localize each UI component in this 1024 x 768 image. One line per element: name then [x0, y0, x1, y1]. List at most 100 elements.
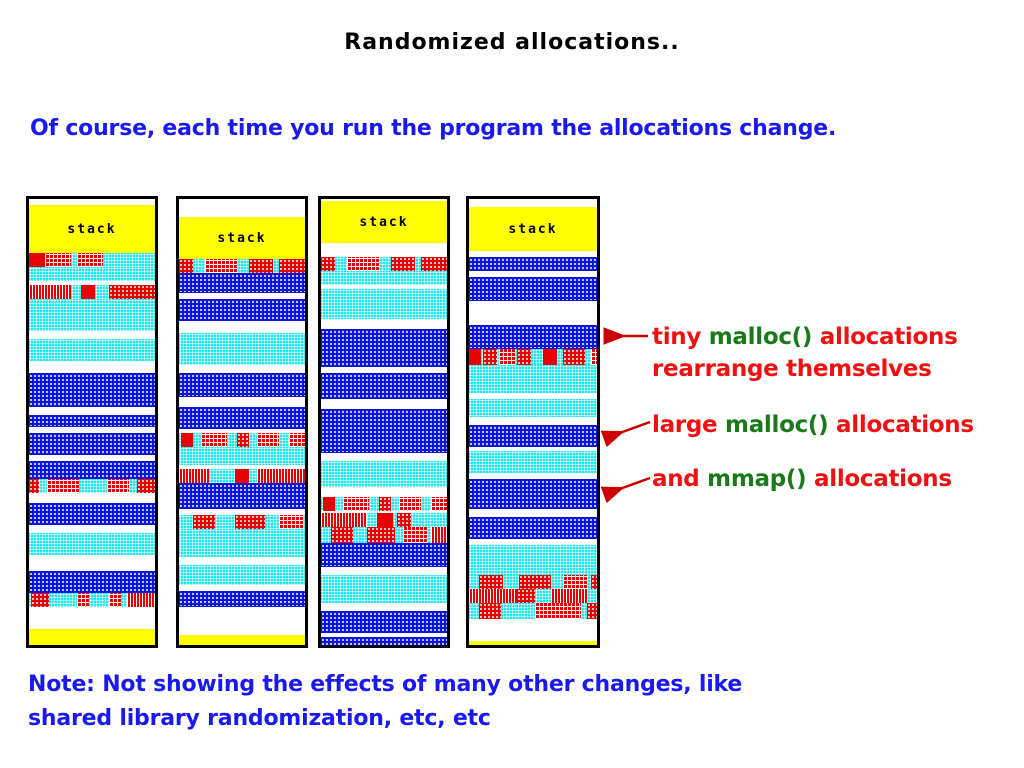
mmap-band — [179, 333, 305, 365]
tiny-malloc-chunk — [343, 497, 369, 511]
stack-label: stack — [359, 214, 409, 230]
tiny-malloc-chunk — [237, 433, 249, 447]
tiny-malloc-chunk — [109, 593, 121, 607]
tiny-malloc-chunk — [469, 589, 517, 603]
free-gap — [29, 331, 155, 339]
free-gap — [469, 539, 597, 545]
program-block: program — [29, 629, 155, 645]
free-gap — [29, 407, 155, 415]
program-block: program — [179, 635, 305, 645]
tiny-malloc-chunk — [483, 349, 497, 365]
free-gap — [321, 285, 447, 289]
tiny-malloc-chunk — [205, 259, 237, 273]
free-gap — [321, 319, 447, 329]
free-gap — [29, 427, 155, 433]
tiny-malloc-chunk — [479, 575, 503, 589]
large-malloc-band — [29, 571, 155, 593]
tiny-malloc-chunk — [107, 479, 129, 493]
tiny-malloc-chunk — [469, 349, 481, 365]
free-gap — [29, 555, 155, 571]
free-gap — [179, 465, 305, 469]
free-gap — [29, 607, 155, 629]
free-gap — [321, 603, 447, 611]
tiny-malloc-chunk — [563, 349, 585, 365]
stack-label: stack — [508, 221, 558, 237]
callout-text-post: allocations — [812, 324, 958, 350]
tiny-malloc-chunk — [31, 593, 49, 607]
free-gap — [179, 293, 305, 299]
free-gap — [179, 429, 305, 433]
free-gap — [469, 199, 597, 207]
stack-block: stack — [321, 201, 447, 243]
tiny-malloc-band — [179, 259, 305, 273]
tiny-malloc-chunk — [321, 513, 367, 527]
large-malloc-band — [179, 299, 305, 321]
tiny-malloc-band — [321, 513, 447, 527]
free-gap — [469, 619, 597, 641]
free-gap — [179, 199, 305, 217]
free-gap — [321, 487, 447, 497]
free-gap — [321, 453, 447, 461]
tiny-malloc-chunk — [331, 527, 353, 543]
large-malloc-band — [29, 433, 155, 455]
tiny-malloc-band — [469, 589, 597, 603]
mmap-band — [179, 447, 305, 465]
large-malloc-band — [179, 591, 305, 607]
tiny-malloc-chunk — [29, 479, 39, 493]
callout-text-pre: large — [652, 412, 726, 438]
arrow-large-malloc — [600, 420, 651, 448]
tiny-malloc-band — [29, 285, 155, 299]
tiny-malloc-chunk — [77, 253, 103, 267]
tiny-malloc-band — [321, 257, 447, 271]
free-gap — [469, 447, 597, 451]
free-gap — [179, 365, 305, 373]
large-malloc-band — [469, 517, 597, 539]
large-malloc-band — [29, 415, 155, 427]
mmap-band — [29, 339, 155, 361]
tiny-malloc-chunk — [29, 253, 45, 267]
tiny-malloc-chunk — [519, 575, 551, 589]
tiny-malloc-band — [179, 515, 305, 529]
mmap-band — [179, 565, 305, 585]
free-gap — [179, 321, 305, 333]
free-gap — [469, 393, 597, 399]
tiny-malloc-chunk — [379, 497, 391, 511]
free-gap — [29, 493, 155, 503]
stack-block: stack — [29, 205, 155, 253]
stack-block: stack — [469, 207, 597, 251]
tiny-malloc-chunk — [29, 285, 71, 299]
tiny-malloc-chunk — [47, 479, 79, 493]
tiny-malloc-chunk — [279, 515, 303, 529]
mmap-band — [321, 271, 447, 285]
large-malloc-band — [321, 329, 447, 367]
tiny-malloc-chunk — [181, 433, 193, 447]
free-gap — [469, 473, 597, 479]
large-malloc-band — [179, 407, 305, 429]
free-gap — [321, 633, 447, 637]
tiny-malloc-chunk — [81, 285, 95, 299]
tiny-malloc-chunk — [347, 257, 379, 271]
tiny-malloc-chunk — [391, 257, 415, 271]
tiny-malloc-chunk — [397, 513, 411, 527]
free-gap — [469, 271, 597, 277]
mmap-band — [321, 289, 447, 319]
callout-tiny-malloc-line2: rearrange themselves — [652, 356, 932, 382]
large-malloc-band — [469, 325, 597, 349]
intro-text: Of course, each time you run the program… — [30, 116, 837, 141]
tiny-malloc-chunk — [403, 527, 427, 543]
tiny-malloc-chunk — [517, 589, 535, 603]
note-line-1: Note: Not showing the effects of many ot… — [28, 672, 743, 697]
tiny-malloc-chunk — [587, 603, 597, 619]
tiny-malloc-chunk — [431, 527, 447, 543]
callout-text-pre: tiny — [652, 324, 709, 350]
mmap-band — [179, 529, 305, 557]
tiny-malloc-band — [469, 603, 597, 619]
memory-map-run-3: stackprogram — [318, 196, 450, 648]
tiny-malloc-band — [29, 253, 155, 267]
large-malloc-band — [469, 257, 597, 271]
free-gap — [179, 585, 305, 591]
mmap-band — [29, 533, 155, 555]
tiny-malloc-band — [321, 497, 447, 511]
free-gap — [29, 455, 155, 461]
tiny-malloc-chunk — [479, 603, 501, 619]
